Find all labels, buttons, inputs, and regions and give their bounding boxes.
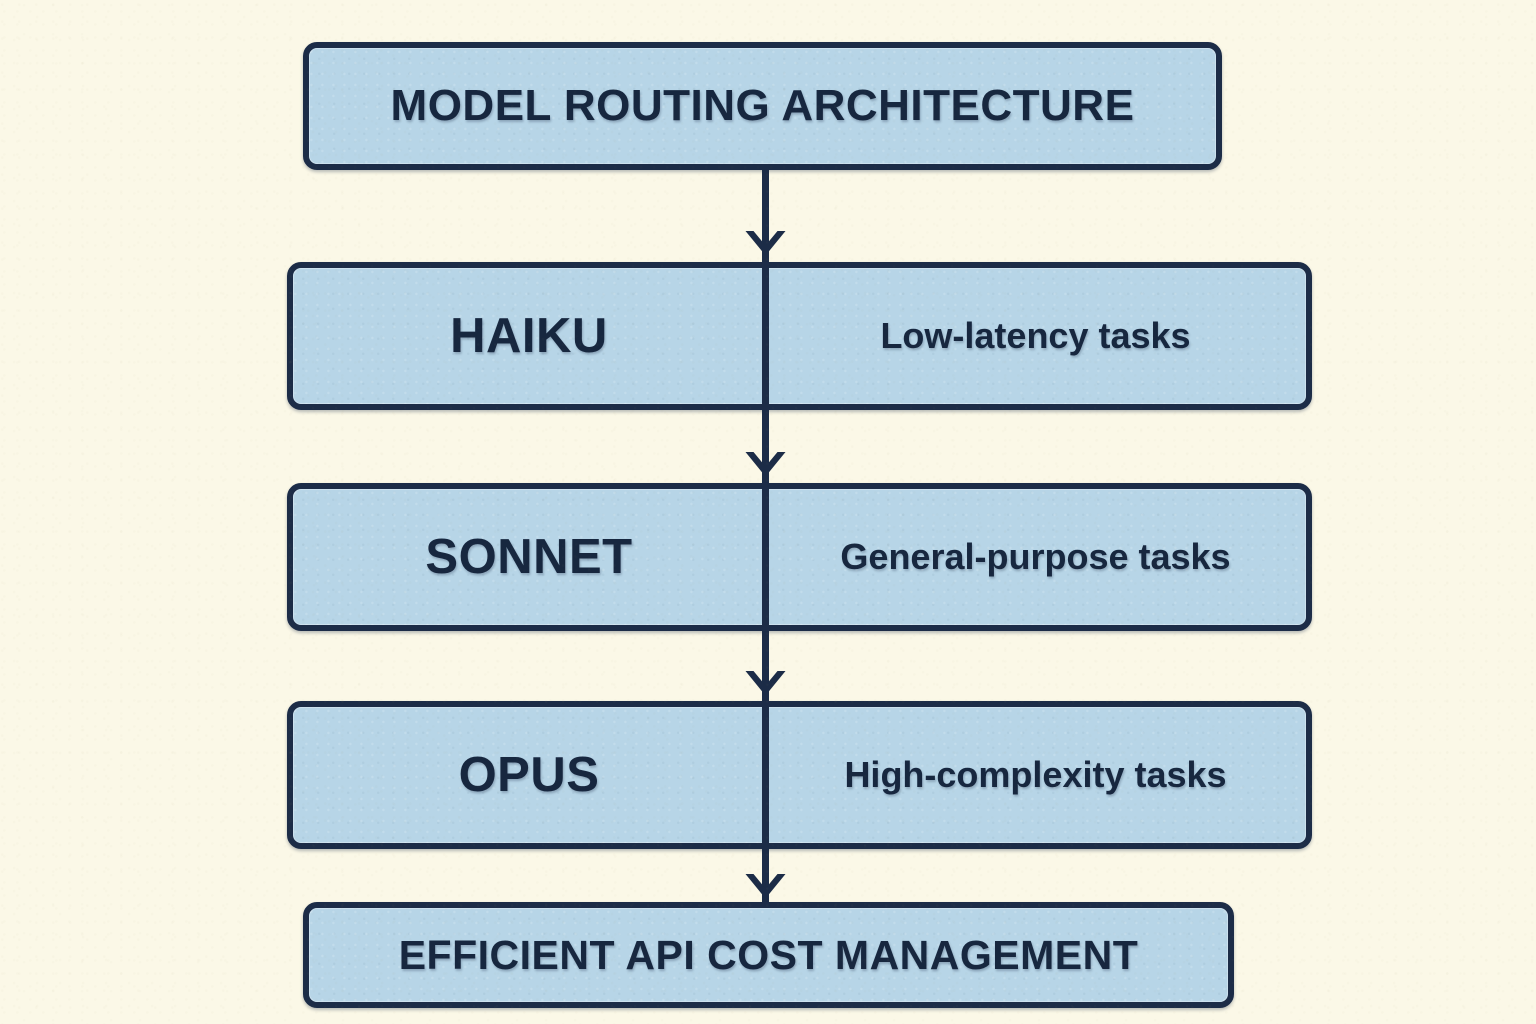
tier-opus-name: OPUS [458,748,600,802]
down-arrow-icon-opus-to-outcome [742,871,789,905]
down-arrow-icon-title-to-haiku [742,228,789,262]
tier-haiku-description: Low-latency tasks [880,315,1191,356]
outcome-node[interactable]: EFFICIENT API COST MANAGEMENT [303,902,1234,1008]
tier-sonnet-description: General-purpose tasks [840,536,1231,577]
title-node[interactable]: MODEL ROUTING ARCHITECTURE [303,42,1222,170]
connector-line-through-opus [762,701,769,849]
tier-sonnet-description-cell: General-purpose tasks [765,489,1306,625]
tier-haiku-name: HAIKU [450,309,608,363]
tier-node-opus[interactable]: OPUS High-complexity tasks [287,701,1312,849]
tier-opus-description-cell: High-complexity tasks [765,707,1306,843]
outcome-node-label: EFFICIENT API COST MANAGEMENT [398,931,1139,978]
tier-node-haiku[interactable]: HAIKU Low-latency tasks [287,262,1312,410]
tier-node-sonnet[interactable]: SONNET General-purpose tasks [287,483,1312,631]
down-arrow-icon-haiku-to-sonnet [742,449,789,483]
tier-haiku-description-cell: Low-latency tasks [765,268,1306,404]
tier-opus-description: High-complexity tasks [844,754,1227,795]
connector-line-haiku-to-sonnet [762,410,769,486]
tier-opus-name-cell: OPUS [293,707,765,843]
title-node-label: MODEL ROUTING ARCHITECTURE [390,81,1135,130]
tier-sonnet-name-cell: SONNET [293,489,765,625]
connector-line-sonnet-to-opus [762,631,769,704]
down-arrow-icon-sonnet-to-opus [742,668,789,702]
connector-line-opus-to-outcome [762,849,769,905]
tier-sonnet-name: SONNET [425,530,633,584]
tier-haiku-name-cell: HAIKU [293,268,765,404]
connector-line-through-sonnet [762,483,769,631]
connector-line-title-to-haiku [762,170,769,266]
connector-line-through-haiku [762,262,769,410]
